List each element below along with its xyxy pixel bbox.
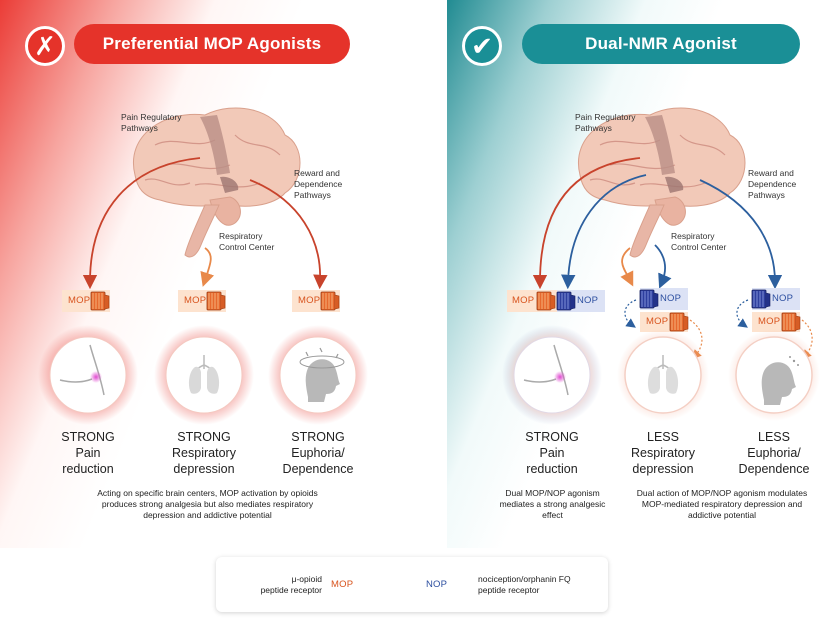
label-pain-pathways-right: Pain Regulatory Pathways [575, 112, 636, 133]
nop-label: NOP [660, 293, 682, 304]
mop-label: MOP [68, 295, 91, 306]
label-reward-pathways-right: Reward and Dependence Pathways [748, 168, 797, 200]
arrow-pain-left [82, 157, 201, 290]
legend-nop-name: nociception/orphanin FQ peptide receptor [478, 574, 571, 595]
legend-mop-name: μ-opioid peptide receptor [260, 574, 322, 595]
mop-label: MOP [298, 295, 321, 306]
label-reward-pathways-left: Reward and Dependence Pathways [294, 168, 343, 200]
nop-label: NOP [772, 293, 794, 304]
lungs-icon [188, 355, 220, 394]
mop-label: MOP [646, 316, 669, 327]
arrow-reward-right [699, 179, 783, 290]
arrow-reward-left [249, 179, 328, 290]
arrow-resp-right-nop [654, 244, 672, 289]
label-pain-pathways-left: Pain Regulatory Pathways [121, 112, 182, 133]
nop-label: NOP [577, 295, 599, 306]
pain-icon [59, 344, 105, 396]
dizzy-head-icon [299, 347, 345, 402]
cross-icon: ✗ [25, 26, 65, 66]
right-description-pain: Dual MOP/NOP agonism mediates a strong a… [499, 488, 606, 520]
legend-mop-label: MOP [331, 579, 354, 590]
arrow-resp-right-mop [620, 247, 634, 287]
lungs-icon [647, 355, 679, 394]
right-description-side-effects: Dual action of MOP/NOP agonism modulates… [636, 488, 808, 520]
arrow-pain-right-nop [561, 174, 647, 290]
left-panel-title: Preferential MOP Agonists [74, 24, 350, 64]
modulation-arrow [736, 299, 749, 328]
mop-label: MOP [184, 295, 207, 306]
legend: μ-opioid peptide receptor MOP NOP nocice… [216, 557, 608, 612]
mop-label: MOP [512, 295, 535, 306]
arrow-pain-right-mop [532, 157, 641, 290]
pain-icon [523, 344, 569, 396]
label-respiratory-right: Respiratory Control Center [671, 231, 727, 252]
modulation-arrow [624, 299, 637, 328]
arrow-resp-left [200, 247, 215, 287]
left-description: Acting on specific brain centers, MOP ac… [97, 488, 318, 520]
legend-nop-label: NOP [426, 579, 448, 590]
modulation-arrow [689, 319, 703, 360]
head-icon [761, 356, 799, 405]
check-icon: ✔ [462, 26, 502, 66]
label-respiratory-left: Respiratory Control Center [219, 231, 275, 252]
dual-nmr-panel [447, 0, 829, 548]
right-panel-title: Dual-NMR Agonist [522, 24, 800, 64]
mop-label: MOP [758, 316, 781, 327]
